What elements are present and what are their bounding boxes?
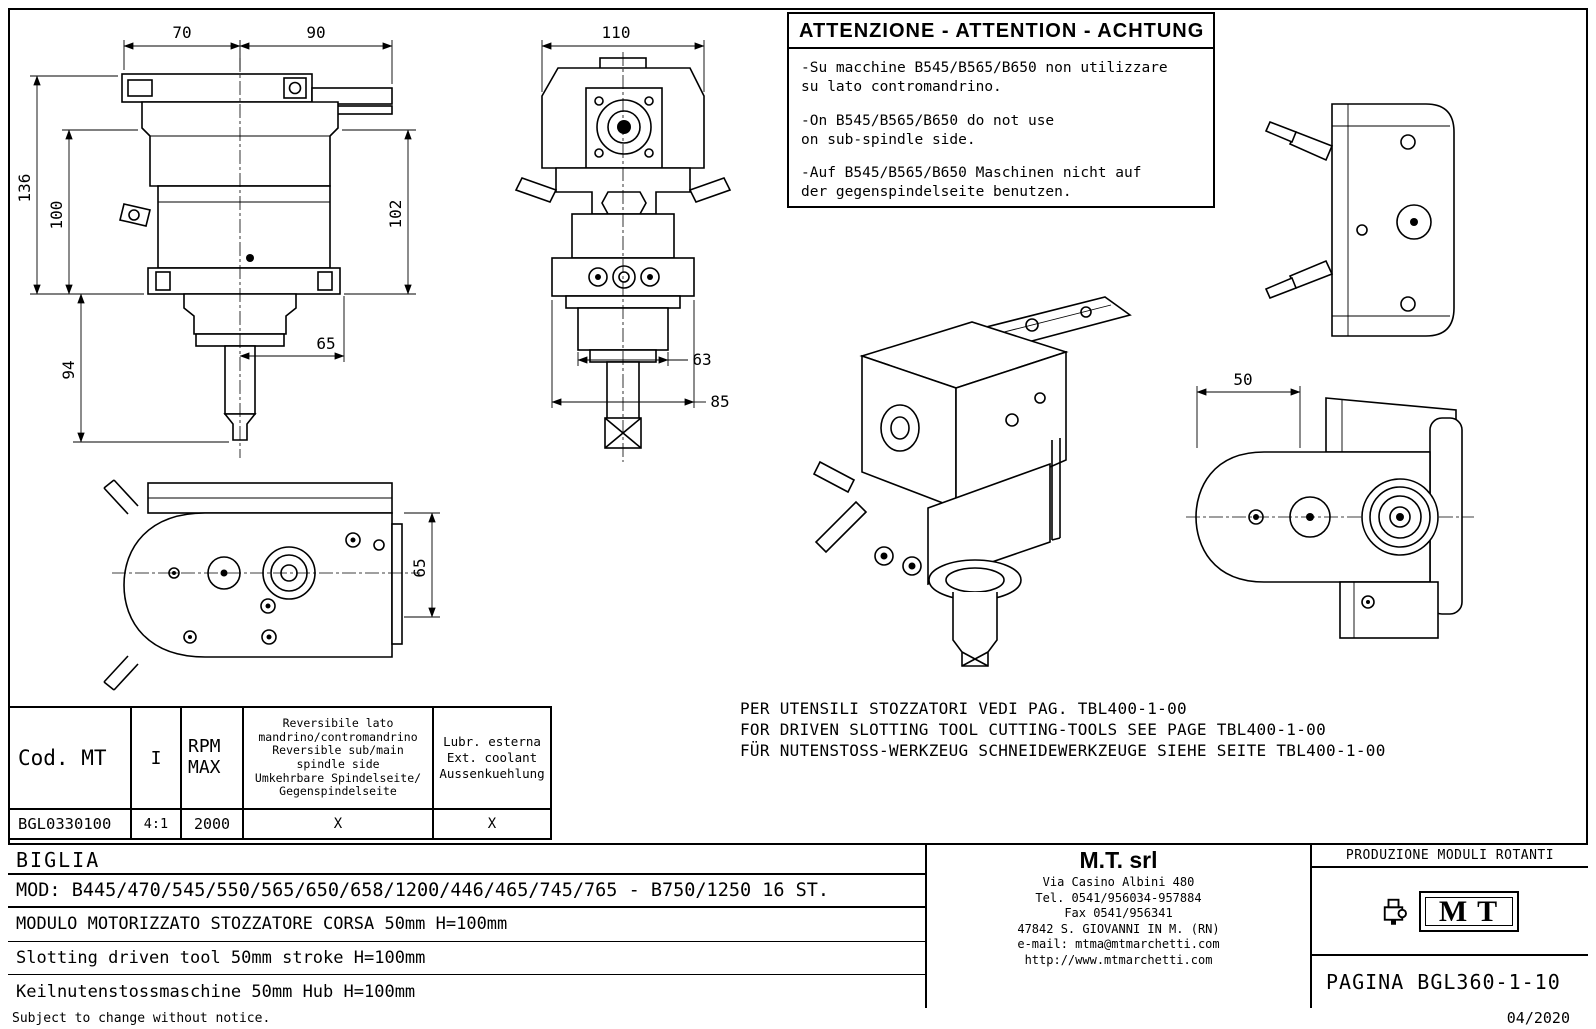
mt-logo-machine-icon bbox=[1383, 898, 1407, 925]
spec-header-rpm: RPM MAX bbox=[182, 708, 244, 808]
spec-code-value: BGL0330100 bbox=[10, 810, 132, 838]
title-block-right: PRODUZIONE MODULI ROTANTI MT PAGINA BGL3… bbox=[1310, 845, 1588, 1008]
dim-side-110: 110 bbox=[602, 23, 631, 42]
spec-table: Cod. MT I RPM MAX Reversibile lato mandr… bbox=[8, 706, 552, 840]
spec-ratio-value: 4:1 bbox=[132, 810, 182, 838]
note-de: FÜR NUTENSTOSS-WERKZEUG SCHNEIDEWERKZEUG… bbox=[740, 741, 1386, 761]
dim-right-50: 50 bbox=[1233, 370, 1252, 389]
company-website: http://www.mtmarchetti.com bbox=[1024, 952, 1213, 967]
view-front: 70 90 136 100 94 102 65 bbox=[15, 23, 416, 458]
spec-header-cod: Cod. MT bbox=[10, 708, 132, 808]
dim-front-94: 94 bbox=[59, 360, 78, 379]
company-tel: Tel. 0541/956034-957884 bbox=[1035, 890, 1202, 905]
company-city: 47842 S. GIOVANNI IN M. (RN) bbox=[1017, 921, 1220, 936]
dim-front-70: 70 bbox=[172, 23, 191, 42]
dim-side-85: 85 bbox=[710, 392, 729, 411]
spec-lubrication-value: X bbox=[487, 816, 497, 832]
spec-reversible-value: X bbox=[244, 810, 434, 838]
warning-line-it-2: su lato contromandrino. bbox=[801, 78, 1002, 95]
spec-header-lubrication: Lubr. esterna Ext. coolant Aussenkuehlun… bbox=[439, 733, 545, 782]
description-it: MODULO MOTORIZZATO STOZZATORE CORSA 50mm… bbox=[8, 908, 925, 942]
dim-front-100: 100 bbox=[47, 201, 66, 230]
page-number: PAGINA BGL360-1-10 bbox=[1326, 970, 1561, 994]
warning-body: -Su macchine B545/B565/B650 non utilizza… bbox=[789, 49, 1213, 212]
spec-header-ratio: I bbox=[132, 708, 182, 808]
warning-line-de-2: der gegenspindelseite benutzen. bbox=[801, 184, 1072, 201]
dim-front-65: 65 bbox=[316, 334, 335, 353]
warning-line-it-1: -Su macchine B545/B565/B650 non utilizza… bbox=[801, 60, 1168, 76]
view-plan: 65 bbox=[103, 479, 440, 691]
dim-front-102: 102 bbox=[386, 200, 405, 229]
change-notice: Subject to change without notice. bbox=[12, 1011, 271, 1026]
note-it: PER UTENSILI STOZZATORI VEDI PAG. TBL400… bbox=[740, 699, 1187, 718]
title-block-left: BIGLIA MOD: B445/470/545/550/565/650/658… bbox=[8, 845, 925, 1008]
view-isometric bbox=[812, 296, 1132, 667]
title-block: BIGLIA MOD: B445/470/545/550/565/650/658… bbox=[8, 843, 1588, 1008]
spec-table-header-row: Cod. MT I RPM MAX Reversibile lato mandr… bbox=[10, 708, 550, 810]
brand-name: BIGLIA bbox=[8, 845, 925, 875]
view-rear-profile bbox=[1264, 103, 1455, 337]
spec-header-ratio-label: I bbox=[150, 747, 162, 769]
dim-front-136: 136 bbox=[15, 174, 34, 203]
mt-logo: MT bbox=[1418, 890, 1520, 932]
production-label: PRODUZIONE MODULI ROTANTI bbox=[1312, 845, 1588, 868]
spec-rpm-value: 2000 bbox=[182, 810, 244, 838]
warning-box: ATTENZIONE - ATTENTION - ACHTUNG -Su mac… bbox=[787, 12, 1215, 208]
tooling-notes: PER UTENSILI STOZZATORI VEDI PAG. TBL400… bbox=[740, 698, 1386, 761]
logo-area: MT bbox=[1312, 868, 1588, 956]
dim-plan-65: 65 bbox=[410, 558, 429, 577]
company-fax: Fax 0541/956341 bbox=[1064, 906, 1173, 921]
spec-header-cod-label: Cod. MT bbox=[18, 746, 107, 770]
company-email: e-mail: mtma@mtmarchetti.com bbox=[1017, 937, 1220, 952]
warning-line-en-2: on sub-spindle side. bbox=[801, 131, 976, 148]
warning-line-en-1: -On B545/B565/B650 do not use bbox=[801, 112, 1055, 129]
warning-line-de-1: -Auf B545/B565/B650 Maschinen nicht auf bbox=[801, 165, 1142, 182]
view-side: 110 63 85 bbox=[514, 23, 732, 462]
description-de: Keilnutenstossmaschine 50mm Hub H=100mm bbox=[16, 981, 416, 1002]
revision-date: 04/2020 bbox=[1506, 1009, 1570, 1027]
view-side-plan: 50 bbox=[1186, 370, 1474, 639]
company-address: Via Casino Albini 480 bbox=[1042, 875, 1195, 889]
note-en: FOR DRIVEN SLOTTING TOOL CUTTING-TOOLS S… bbox=[740, 720, 1327, 740]
model-list: MOD: B445/470/545/550/565/650/658/1200/4… bbox=[8, 875, 925, 908]
spec-table-data-row: BGL0330100 4:1 2000 X X bbox=[10, 810, 550, 838]
company-name: M.T. srl bbox=[1079, 847, 1158, 873]
dim-front-90: 90 bbox=[306, 23, 325, 42]
description-en: Slotting driven tool 50mm stroke H=100mm bbox=[8, 942, 925, 976]
dim-side-63: 63 bbox=[692, 350, 711, 369]
warning-title: ATTENZIONE - ATTENTION - ACHTUNG bbox=[789, 14, 1213, 49]
spec-header-reversible: Reversibile lato mandrino/contromandrino… bbox=[244, 708, 434, 808]
manufacturer-block: M.T. srl Via Casino Albini 480 Tel. 0541… bbox=[925, 845, 1310, 1008]
